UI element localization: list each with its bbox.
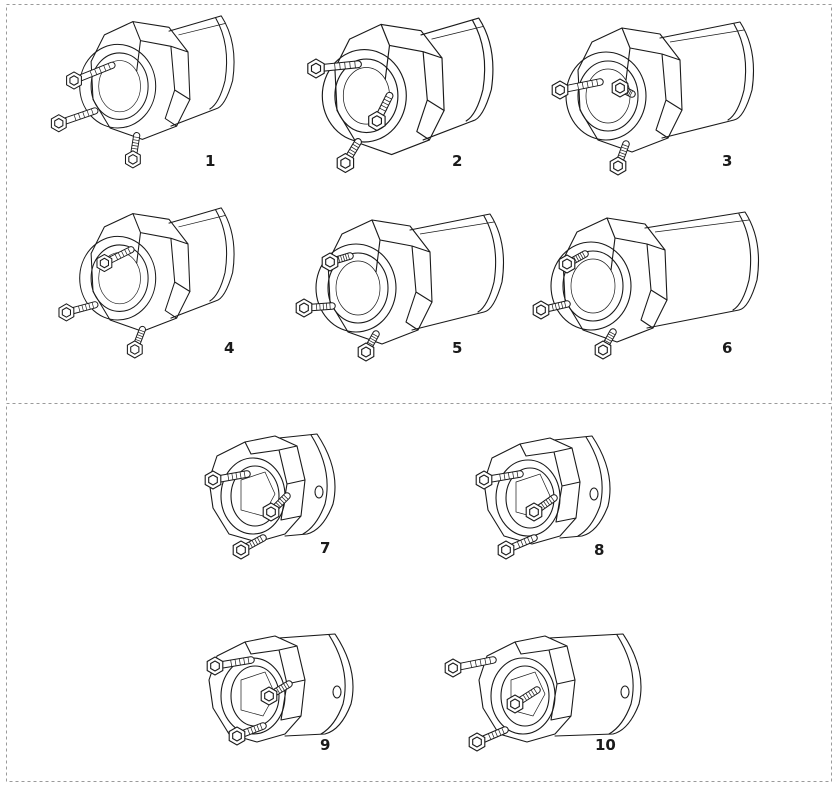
part-label-8: 8 (594, 541, 604, 559)
part-6-bolts (532, 250, 617, 360)
part-5-bolts (295, 252, 380, 362)
part-7 (208, 433, 336, 543)
part-label-1: 1 (205, 152, 215, 170)
part-label-5: 5 (452, 339, 462, 357)
part-10-bolts (444, 656, 541, 752)
part-9-bolts (206, 656, 293, 746)
part-4 (79, 207, 235, 332)
part-7-bolts (204, 470, 291, 560)
part-1-bolts (50, 61, 141, 169)
part-label-7: 7 (320, 539, 330, 557)
part-3-bolts (551, 78, 636, 176)
part-5 (315, 213, 505, 345)
part-label-3: 3 (722, 152, 732, 170)
part-label-2: 2 (452, 152, 462, 170)
part-10 (478, 633, 642, 743)
part-8 (483, 435, 611, 545)
part-3 (565, 21, 755, 153)
part-2 (321, 17, 494, 156)
part-label-4: 4 (224, 339, 234, 357)
part-2-bolts (307, 58, 394, 174)
part-label-6: 6 (722, 339, 732, 357)
part-8-bolts (475, 470, 558, 560)
part-6 (550, 211, 760, 343)
part-4-bolts (58, 246, 146, 359)
part-label-9: 9 (320, 736, 330, 754)
part-label-10: 10 (595, 736, 616, 754)
part-1 (79, 15, 235, 140)
bottom-panel-border (6, 403, 832, 782)
